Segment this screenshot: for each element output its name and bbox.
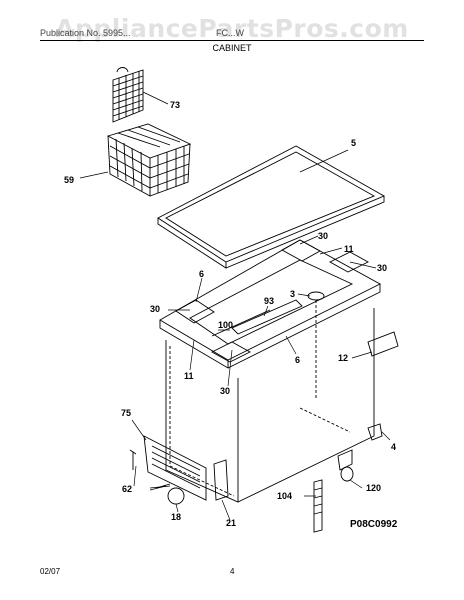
callout-30-c: 30 bbox=[150, 304, 160, 314]
callout-59: 59 bbox=[64, 175, 74, 185]
callout-12: 12 bbox=[338, 353, 348, 363]
callout-5: 5 bbox=[351, 138, 356, 148]
liner-rail bbox=[231, 299, 303, 335]
cabinet-body bbox=[165, 300, 375, 503]
callout-11-a: 11 bbox=[344, 244, 354, 254]
callout-120: 120 bbox=[366, 483, 381, 493]
footer-date: 02/07 bbox=[40, 567, 61, 576]
hinge-spring bbox=[313, 479, 323, 533]
callout-30-d: 30 bbox=[220, 386, 230, 396]
model-number: FC...W bbox=[216, 28, 244, 38]
watermark: AppliancePartsPros.com bbox=[55, 14, 409, 43]
wire-divider bbox=[112, 67, 144, 123]
callout-30-a: 30 bbox=[318, 231, 328, 241]
callout-6-b: 6 bbox=[295, 355, 300, 365]
callout-18: 18 bbox=[171, 512, 181, 522]
callout-4: 4 bbox=[391, 442, 396, 452]
screw bbox=[129, 449, 137, 470]
louvered-grille bbox=[143, 435, 207, 501]
drain-plug bbox=[367, 423, 383, 441]
lid bbox=[157, 145, 386, 269]
callout-75: 75 bbox=[121, 408, 131, 418]
header-rule bbox=[40, 40, 424, 41]
callout-62: 62 bbox=[122, 484, 132, 494]
callout-6-a: 6 bbox=[199, 269, 204, 279]
figure-code: P08C0992 bbox=[350, 519, 398, 530]
drain-fitting bbox=[307, 291, 325, 301]
liner-strip bbox=[211, 309, 271, 337]
callout-100: 100 bbox=[218, 320, 233, 330]
callout-104: 104 bbox=[277, 491, 292, 501]
callout-11-b: 11 bbox=[184, 371, 194, 381]
drain-tube bbox=[367, 331, 399, 357]
callout-30-b: 30 bbox=[377, 263, 387, 273]
page-number: 4 bbox=[230, 567, 235, 576]
wire-basket bbox=[106, 123, 192, 197]
cabinet-top-frame bbox=[159, 239, 381, 369]
callout-93: 93 bbox=[264, 296, 274, 306]
section-title: CABINET bbox=[212, 43, 252, 53]
hinge-bracket bbox=[213, 459, 229, 501]
thermostat-knob bbox=[167, 487, 185, 505]
caster bbox=[337, 449, 354, 482]
callout-3: 3 bbox=[290, 289, 295, 299]
publication-number: Publication No. 5995... bbox=[40, 28, 131, 38]
callout-73: 73 bbox=[170, 100, 180, 110]
callout-21: 21 bbox=[226, 518, 236, 528]
